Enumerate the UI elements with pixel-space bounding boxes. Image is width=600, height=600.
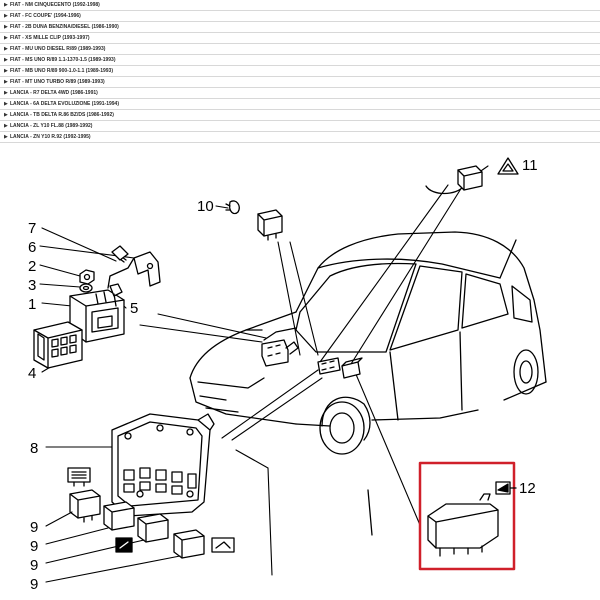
model-list-item-label: LANCIA - 6A DELTA EVOLUZIONE (1991-1994) <box>10 101 119 107</box>
rear-wiper-icon <box>211 537 235 553</box>
expand-arrow-icon: ▶ <box>4 134 8 140</box>
engine-bay-connector[interactable] <box>261 339 299 367</box>
model-list-item-label: FIAT - MB UNO R/89 900-1.0-1.1 (1989-199… <box>10 68 114 74</box>
model-list-item-label: FIAT - MS UNO R/89 1.1-1370-1.5 (1989-19… <box>10 57 116 63</box>
expand-arrow-icon: ▶ <box>4 35 8 41</box>
part-12-pictogram <box>495 481 511 495</box>
model-list-item-label: LANCIA - ZN Y10 R.92 (1992-1995) <box>10 134 91 140</box>
hazard-triangle-icon <box>497 157 519 175</box>
callout-9-d: 9 <box>30 576 38 593</box>
model-list-item[interactable]: ▶FIAT - 2B DUNA BENZINA/DIESEL (1986-199… <box>0 22 600 33</box>
relay-parts-diagram: 7 6 2 3 1 5 4 8 9 9 9 9 10 11 12 <box>28 157 547 593</box>
model-list-item-label: LANCIA - TB DELTA R.86 BZ/DS (1986-1992) <box>10 112 114 118</box>
model-list-item-label: FIAT - 2B DUNA BENZINA/DIESEL (1986-1990… <box>10 24 119 30</box>
expand-arrow-icon: ▶ <box>4 13 8 19</box>
model-list-item-label: FIAT - MU UNO DIESEL R/89 (1989-1993) <box>10 46 106 52</box>
model-list-item[interactable]: ▶FIAT - XS MILLE CLIP (1993-1997) <box>0 33 600 44</box>
callout-1: 1 <box>28 296 36 313</box>
model-list-item[interactable]: ▶LANCIA - ZN Y10 R.92 (1992-1995) <box>0 132 600 143</box>
expand-arrow-icon: ▶ <box>4 2 8 8</box>
model-list-item-label: LANCIA - R7 DELTA 4WD (1986-1991) <box>10 90 98 96</box>
model-list-item-label: LANCIA - ZL Y10 FL.88 (1989-1992) <box>10 123 93 129</box>
model-list-item-label: FIAT - FC COUPE' (1994-1996) <box>10 13 81 19</box>
callout-7: 7 <box>28 220 36 237</box>
callout-9-a: 9 <box>30 519 38 536</box>
part-12-relay[interactable] <box>427 493 499 557</box>
part-9-relay-a[interactable] <box>69 489 101 523</box>
car-outline <box>189 185 547 536</box>
callout-6: 6 <box>28 239 36 256</box>
callout-3: 3 <box>28 277 36 294</box>
model-list-item[interactable]: ▶LANCIA - 6A DELTA EVOLUZIONE (1991-1994… <box>0 99 600 110</box>
part-5-bolt[interactable] <box>109 283 123 307</box>
callout-12: 12 <box>519 480 536 497</box>
model-list-item[interactable]: ▶FIAT - NM CINQUECENTO (1992-1998) <box>0 0 600 11</box>
callout-10: 10 <box>197 198 214 215</box>
expand-arrow-icon: ▶ <box>4 46 8 52</box>
callout-2: 2 <box>28 258 36 275</box>
part-9-relay-b[interactable] <box>103 501 135 531</box>
vehicle-model-list: ▶FIAT - NM CINQUECENTO (1992-1998)▶FIAT … <box>0 0 600 143</box>
expand-arrow-icon: ▶ <box>4 101 8 107</box>
fog-light-icon <box>115 537 133 553</box>
expand-arrow-icon: ▶ <box>4 112 8 118</box>
callout-labels: 7 6 2 3 1 5 4 8 9 9 9 9 10 11 12 <box>28 157 538 593</box>
model-list-item-label: FIAT - MT UNO TURBO R/89 (1989-1993) <box>10 79 105 85</box>
part-12-highlight-box <box>418 461 516 571</box>
model-list-item[interactable]: ▶FIAT - MU UNO DIESEL R/89 (1989-1993) <box>0 44 600 55</box>
part-9-relay-c[interactable] <box>137 513 169 543</box>
part-10-flasher-relay[interactable] <box>257 209 283 241</box>
part-2-nut[interactable] <box>79 269 95 285</box>
model-list-item[interactable]: ▶LANCIA - TB DELTA R.86 BZ/DS (1986-1992… <box>0 110 600 121</box>
callout-5: 5 <box>130 300 138 317</box>
model-list-item-label: FIAT - NM CINQUECENTO (1992-1998) <box>10 2 100 8</box>
expand-arrow-icon: ▶ <box>4 79 8 85</box>
model-list-item[interactable]: ▶FIAT - MT UNO TURBO R/89 (1989-1993) <box>0 77 600 88</box>
callout-9-b: 9 <box>30 538 38 555</box>
expand-arrow-icon: ▶ <box>4 24 8 30</box>
expand-arrow-icon: ▶ <box>4 90 8 96</box>
model-list-item[interactable]: ▶LANCIA - R7 DELTA 4WD (1986-1991) <box>0 88 600 99</box>
flasher-lamp-icon <box>225 200 240 215</box>
model-list-item[interactable]: ▶FIAT - MB UNO R/89 900-1.0-1.1 (1989-19… <box>0 66 600 77</box>
firewall-relay-cluster[interactable] <box>317 357 363 379</box>
expand-arrow-icon: ▶ <box>4 57 8 63</box>
model-list-item[interactable]: ▶LANCIA - ZL Y10 FL.88 (1989-1992) <box>0 121 600 132</box>
model-list-item[interactable]: ▶FIAT - FC COUPE' (1994-1996) <box>0 11 600 22</box>
callout-8: 8 <box>30 440 38 457</box>
part-7-screw[interactable] <box>111 245 129 263</box>
part-9-relay-d[interactable] <box>173 529 205 559</box>
part-4-connector-block[interactable] <box>33 321 83 369</box>
callout-11: 11 <box>522 157 538 174</box>
part-6-bracket[interactable] <box>107 251 161 289</box>
heated-rear-window-icon <box>67 467 91 487</box>
callout-4: 4 <box>28 365 36 382</box>
callout-9-c: 9 <box>30 557 38 574</box>
expand-arrow-icon: ▶ <box>4 68 8 74</box>
model-list-item-label: FIAT - XS MILLE CLIP (1993-1997) <box>10 35 90 41</box>
expand-arrow-icon: ▶ <box>4 123 8 129</box>
model-list-item[interactable]: ▶FIAT - MS UNO R/89 1.1-1370-1.5 (1989-1… <box>0 55 600 66</box>
part-11-hazard-relay[interactable] <box>457 165 483 191</box>
part-8-relay-bracket-plate[interactable] <box>111 413 215 517</box>
part-3-washer[interactable] <box>79 283 93 293</box>
